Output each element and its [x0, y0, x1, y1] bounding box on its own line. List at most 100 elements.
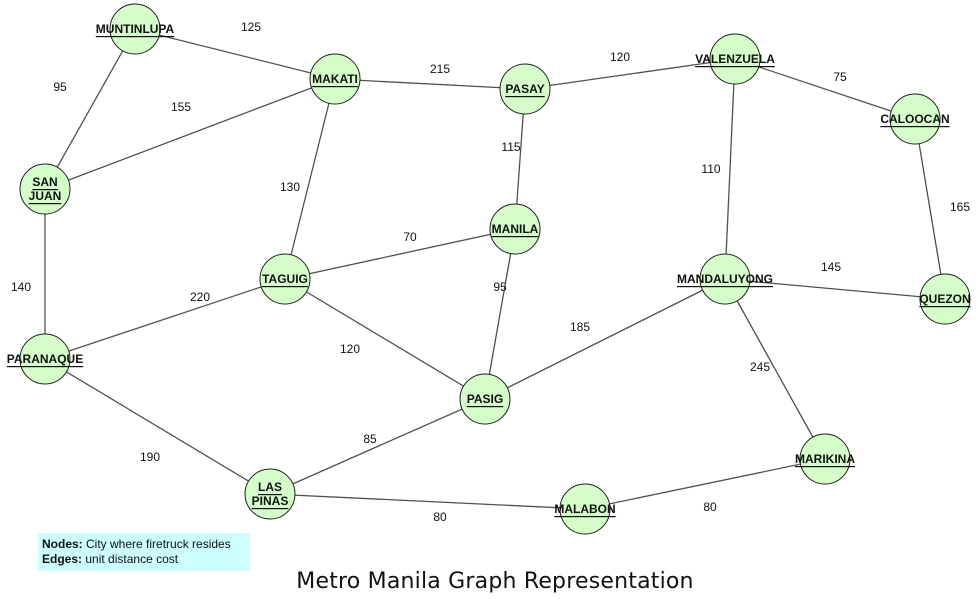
node-caloocan: CALOOCAN: [880, 93, 950, 145]
legend-nodes-key: Nodes:: [42, 537, 83, 551]
edge-weight-label: 110: [701, 162, 720, 176]
node-circle: [259, 253, 311, 305]
legend-edges-key: Edges:: [42, 552, 83, 566]
node-circle: [919, 273, 971, 325]
edge-weight-label: 185: [570, 320, 590, 334]
edge-muntinlupa-makati: [134, 28, 336, 80]
node-circle: [19, 333, 71, 385]
node-label: TAGUIG: [262, 272, 308, 286]
legend-edges-row: Edges: unit distance cost: [42, 552, 250, 567]
node-circle: [889, 93, 941, 145]
node-label: QUEZON: [919, 292, 970, 306]
edge-layer: [44, 28, 946, 510]
edge-weight-label: 155: [171, 100, 191, 114]
node-taguig: TAGUIG: [259, 253, 311, 305]
edge-taguig-pasig: [284, 278, 486, 400]
edge-weight-label: 85: [363, 432, 377, 446]
edge-manila-taguig: [284, 228, 516, 280]
legend-nodes-text: City where firetruck resides: [86, 537, 231, 551]
edge-malabon-marikina: [584, 458, 826, 510]
edge-weight-label: 120: [340, 342, 360, 356]
edge-paranaque-las-pinas: [44, 358, 271, 495]
node-circle: [459, 373, 511, 425]
node-pasig: PASIG: [459, 373, 511, 425]
edge-weight-label: 130: [280, 180, 300, 194]
edge-mandaluyong-quezon: [724, 278, 946, 300]
edge-weight-label: 75: [833, 70, 847, 84]
edge-weight-label: 95: [53, 80, 67, 94]
edge-valenzuela-caloocan: [734, 58, 916, 120]
node-mandaluyong: MANDALUYONG: [677, 253, 773, 305]
edge-caloocan-quezon: [914, 118, 946, 300]
node-label: PINAS: [252, 494, 289, 508]
edge-pasay-valenzuela: [524, 58, 736, 90]
node-label: MANILA: [492, 222, 539, 236]
node-label: VALENZUELA: [695, 52, 775, 66]
edge-makati-pasay: [334, 78, 526, 90]
edge-weight-label: 80: [703, 500, 717, 514]
edge-pasig-las-pinas: [269, 398, 486, 495]
edge-muntinlupa-san-juan: [44, 28, 136, 190]
node-label: PASIG: [467, 392, 503, 406]
edge-makati-san-juan: [44, 78, 336, 190]
node-label: MAKATI: [312, 72, 358, 86]
node-circle: [559, 483, 611, 535]
node-circle: [499, 63, 551, 115]
edge-weight-label: 190: [140, 450, 160, 464]
node-label: PASAY: [505, 82, 544, 96]
edge-weight-label: 120: [610, 50, 630, 64]
edge-weight-label: 145: [821, 260, 841, 274]
node-label: SAN: [32, 175, 57, 189]
edge-weight-label: 245: [750, 360, 770, 374]
node-label: JUAN: [29, 189, 62, 203]
node-paranaque: PARANAQUE: [7, 333, 83, 385]
node-layer: MUNTINLUPA MAKATI PASAY VALENZUELA CALOOCAN S…: [7, 3, 971, 535]
edge-weight-label: 95: [493, 280, 507, 294]
edge-weight-label: 115: [501, 140, 520, 154]
edge-mandaluyong-pasig: [484, 278, 726, 400]
edge-weight-label: 125: [241, 20, 261, 34]
node-marikina: MARIKINA: [795, 433, 855, 485]
edge-taguig-paranaque: [44, 278, 286, 360]
node-label: MUNTINLUPA: [96, 22, 175, 36]
node-label: PARANAQUE: [7, 352, 83, 366]
legend-box: Nodes: City where firetruck resides Edge…: [38, 533, 250, 571]
node-label: MANDALUYONG: [677, 272, 773, 286]
edge-weight-label: 140: [11, 280, 31, 294]
edge-mandaluyong-marikina: [724, 278, 826, 460]
node-pasay: PASAY: [499, 63, 551, 115]
legend-edges-text: unit distance cost: [85, 552, 179, 566]
node-circle: [109, 3, 161, 55]
node-label: LAS: [258, 480, 282, 494]
node-circle: [309, 53, 361, 105]
node-label: CALOOCAN: [880, 112, 949, 126]
legend-nodes-row: Nodes: City where firetruck resides: [42, 537, 250, 552]
edge-las-pinas-malabon: [269, 493, 586, 510]
node-label: MARIKINA: [795, 452, 855, 466]
diagram-caption: Metro Manila Graph Representation: [296, 569, 694, 594]
edge-manila-pasig: [484, 228, 516, 400]
node-makati: MAKATI: [309, 53, 361, 105]
edge-weight-label: 165: [950, 200, 970, 214]
node-circle: [699, 253, 751, 305]
node-circle: [799, 433, 851, 485]
node-circle: [489, 203, 541, 255]
weight-label-layer: 125 95 155 215 130 120 115 75 110 165 140 70 95 220 12…: [11, 20, 970, 524]
node-label: MALABON: [554, 502, 615, 516]
node-valenzuela: VALENZUELA: [695, 33, 775, 85]
edge-makati-taguig: [284, 78, 336, 280]
edge-weight-label: 220: [190, 290, 210, 304]
node-malabon: MALABON: [554, 483, 616, 535]
node-circle: [244, 468, 296, 520]
node-circle: [709, 33, 761, 85]
edge-weight-label: 215: [430, 62, 450, 76]
node-manila: MANILA: [489, 203, 541, 255]
edge-weight-label: 70: [403, 230, 417, 244]
edge-weight-label: 80: [433, 510, 447, 524]
node-quezon: QUEZON: [919, 273, 971, 325]
node-muntinlupa: MUNTINLUPA: [96, 3, 175, 55]
node-circle: [19, 163, 71, 215]
